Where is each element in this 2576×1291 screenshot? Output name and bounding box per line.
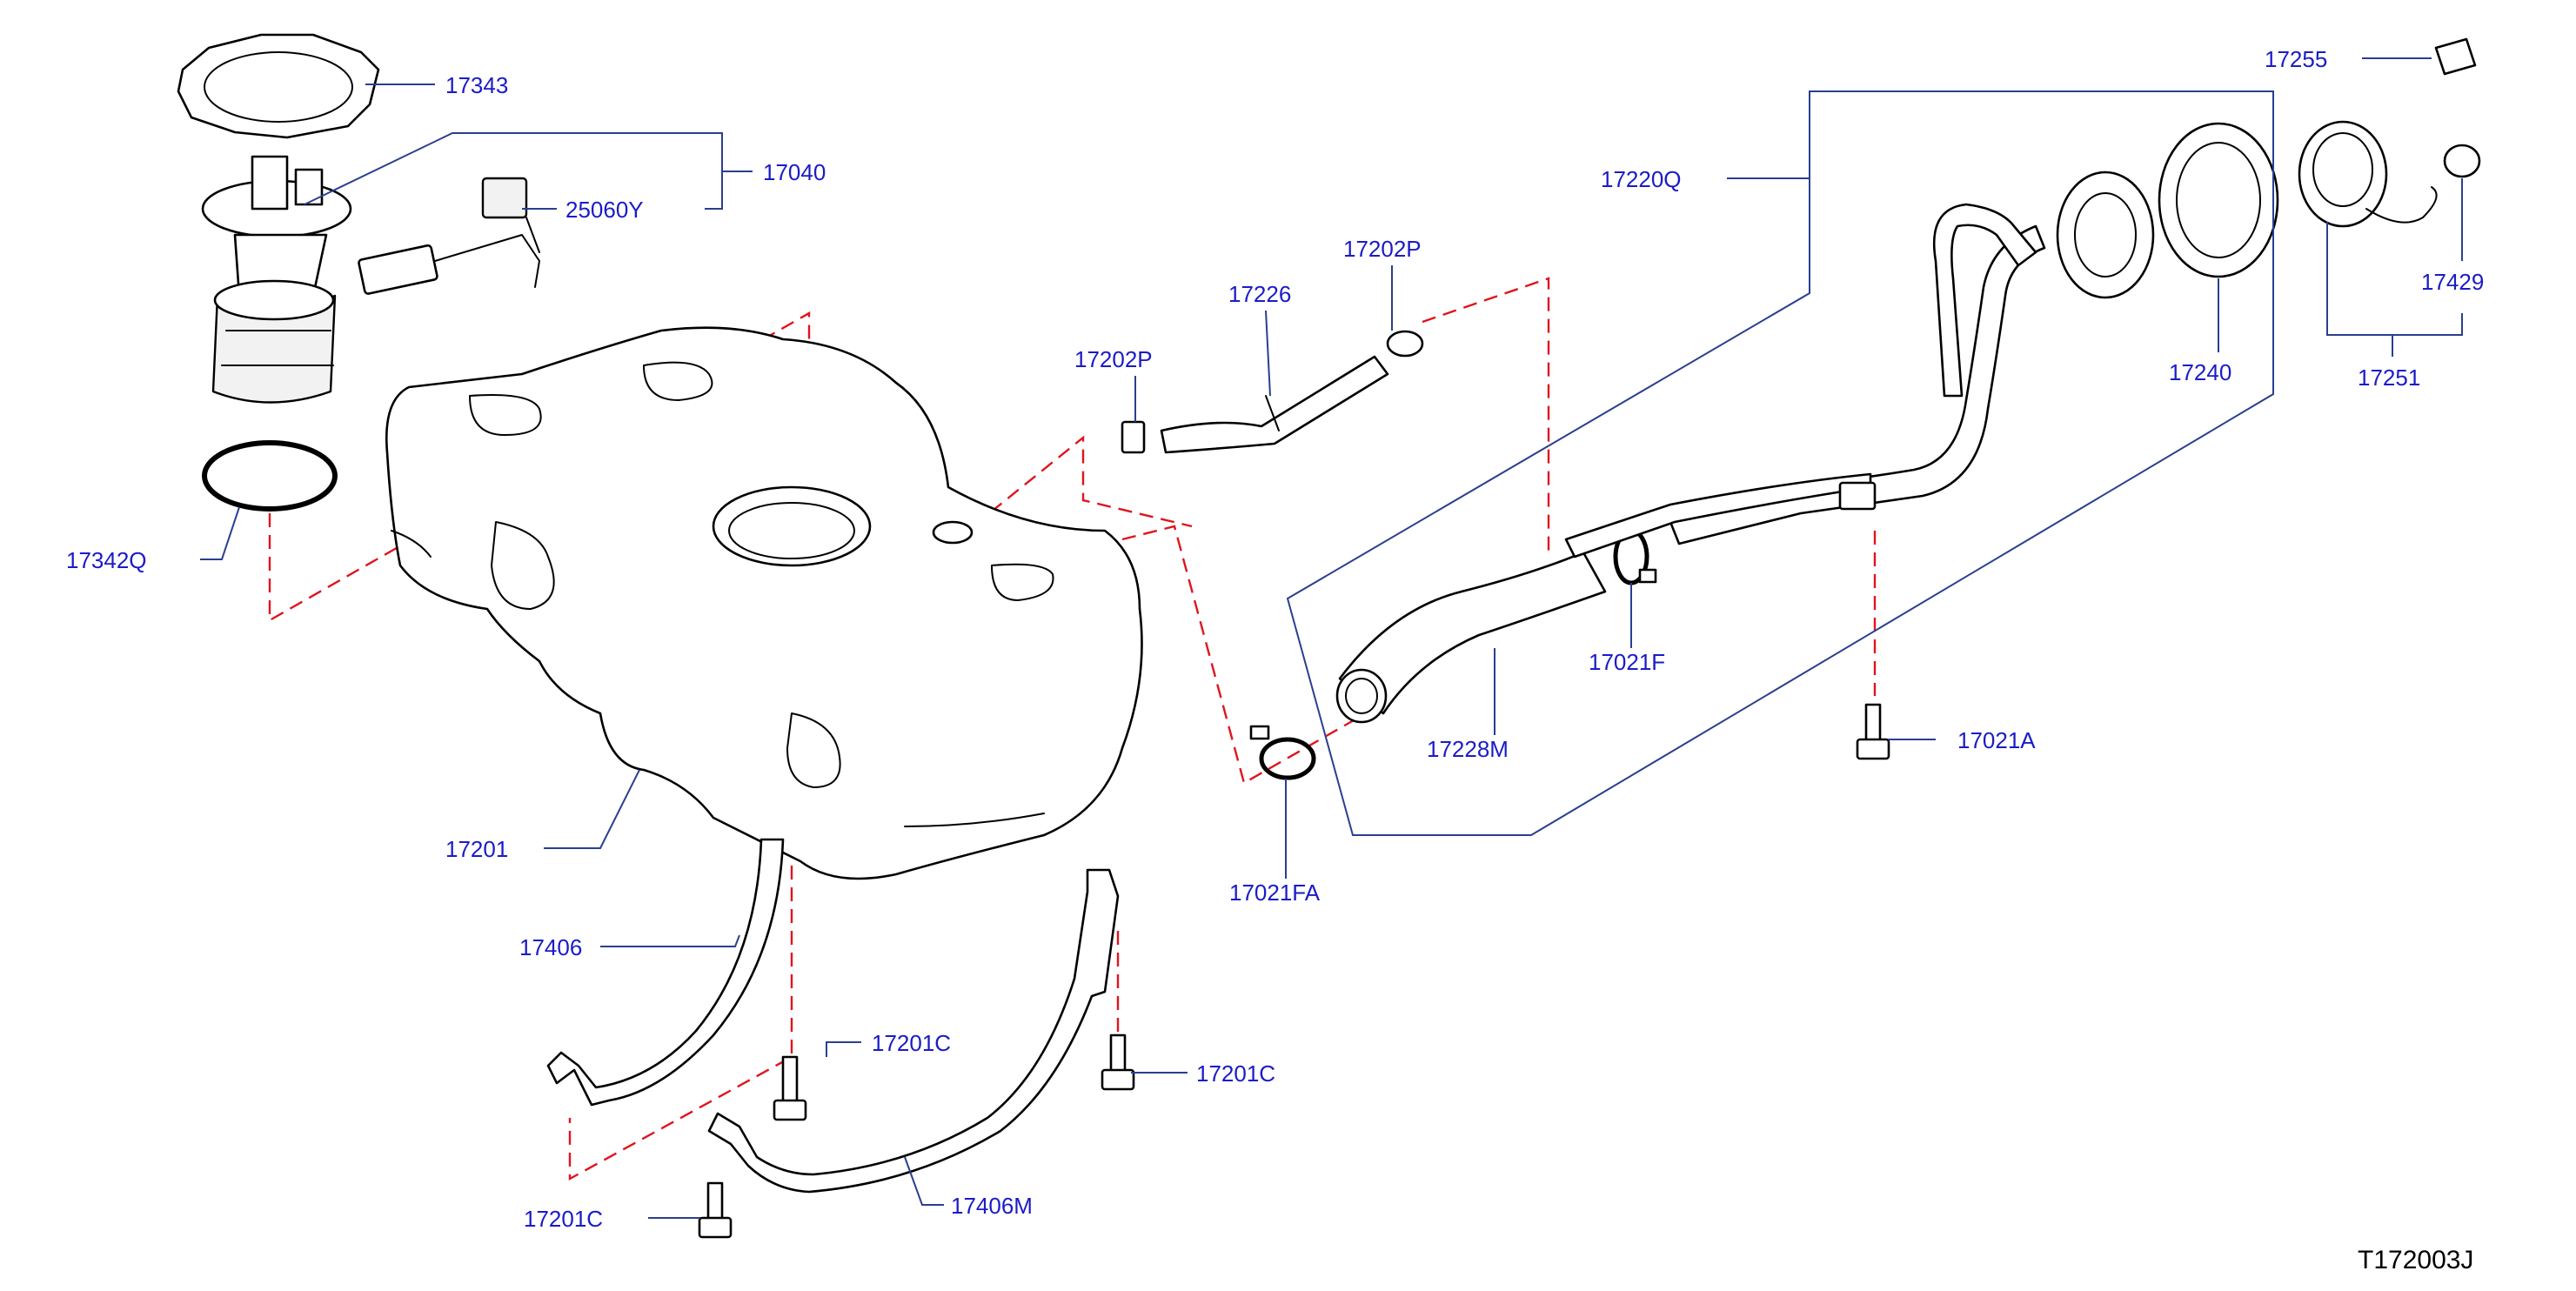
clip-17202P-b bbox=[1386, 330, 1424, 358]
label-17202P-b: 17202P bbox=[1343, 236, 1422, 262]
fuel-pump-module-17040 bbox=[201, 155, 352, 404]
clip-17255 bbox=[2434, 37, 2477, 76]
label-17406M: 17406M bbox=[951, 1193, 1033, 1219]
label-17201C-b: 17201C bbox=[1196, 1060, 1275, 1087]
label-17201C-a: 17201C bbox=[872, 1030, 951, 1056]
bolt-17021A bbox=[1856, 703, 1890, 760]
label-17343: 17343 bbox=[445, 72, 508, 98]
label-17021FA: 17021FA bbox=[1229, 880, 1321, 906]
label-17240: 17240 bbox=[2169, 359, 2231, 385]
hose-clamp-17021FA bbox=[1249, 725, 1316, 780]
filler-hose-17228M bbox=[1335, 551, 1607, 724]
label-17255: 17255 bbox=[2265, 46, 2327, 72]
bolt-17201C-b bbox=[1101, 1033, 1135, 1091]
vent-hose-17226 bbox=[1160, 355, 1389, 454]
filler-neck-seal-17240 bbox=[2158, 122, 2279, 278]
label-17251: 17251 bbox=[2358, 365, 2420, 391]
label-17021A: 17021A bbox=[1957, 727, 2036, 753]
part-labels: 17343 17040 25060Y 17342Q 17201 17406 17… bbox=[66, 46, 2484, 1232]
clip-17202P-a bbox=[1121, 420, 1146, 454]
label-17406: 17406 bbox=[519, 934, 582, 960]
filler-tube-17220Q bbox=[1564, 171, 2155, 559]
o-ring-17342Q bbox=[202, 440, 338, 512]
fuel-filler-cap-17251 bbox=[2298, 120, 2438, 228]
bolt-17201C-c bbox=[698, 1181, 733, 1239]
label-17021F: 17021F bbox=[1589, 649, 1665, 675]
label-17228M: 17228M bbox=[1427, 736, 1509, 762]
diagram-code: T172003J bbox=[2358, 1246, 2473, 1274]
bolt-17201C-a bbox=[773, 1055, 807, 1121]
label-17201C-c: 17201C bbox=[524, 1206, 603, 1232]
label-17429: 17429 bbox=[2421, 269, 2484, 295]
label-17201: 17201 bbox=[445, 836, 508, 862]
fuel-tank-17201 bbox=[385, 326, 1143, 880]
label-25060Y: 25060Y bbox=[565, 197, 644, 223]
fuel-level-sender-25060Y bbox=[358, 177, 540, 295]
leader-lines bbox=[200, 57, 2463, 1219]
label-17226: 17226 bbox=[1228, 281, 1291, 307]
label-17202P-a: 17202P bbox=[1074, 346, 1153, 372]
label-17342Q: 17342Q bbox=[66, 547, 147, 573]
label-17220Q: 17220Q bbox=[1601, 166, 1682, 192]
tank-band-17406 bbox=[546, 838, 785, 1107]
label-17040: 17040 bbox=[763, 159, 826, 185]
tank-band-17406M bbox=[707, 868, 1120, 1194]
fuel-pump-gasket-17343 bbox=[177, 33, 380, 139]
plug-17429 bbox=[2443, 144, 2481, 178]
